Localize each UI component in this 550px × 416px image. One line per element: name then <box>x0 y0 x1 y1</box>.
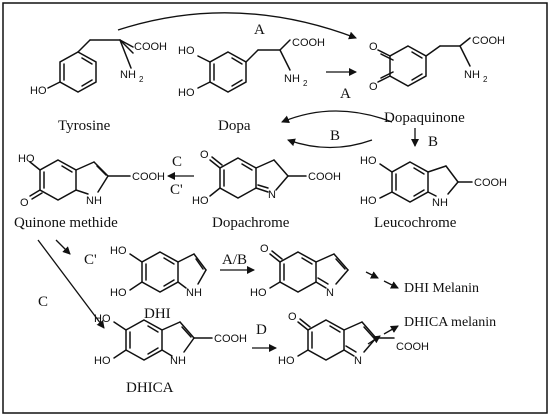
quinone-methide-label: Quinone methide <box>14 215 118 231</box>
svg-text:NH: NH <box>170 355 186 367</box>
dopaquinone-label: Dopaquinone <box>384 110 465 126</box>
arrow-dhi-melanin-1 <box>365 271 379 279</box>
svg-text:O: O <box>369 41 378 53</box>
dhi-label: DHI <box>144 306 171 322</box>
dopa-structure: COOH NH 2 HO HO <box>178 37 325 99</box>
svg-text:HO: HO <box>360 195 377 207</box>
label-a-b: A/B <box>222 252 247 268</box>
arrow-tyrosine-to-dopaquinone <box>117 12 357 40</box>
label-c-prime-upper: C' <box>170 182 183 198</box>
svg-text:COOH: COOH <box>214 333 247 345</box>
svg-text:N: N <box>86 195 94 207</box>
arrow-dopaquinone-to-dopa <box>281 110 393 124</box>
arrow-dhi-melanin-2 <box>383 280 399 289</box>
label-a-top: A <box>254 22 265 38</box>
svg-text:HO: HO <box>178 87 195 99</box>
svg-text:N: N <box>326 287 334 299</box>
svg-text:HO: HO <box>110 245 127 257</box>
svg-text:NH: NH <box>464 69 480 81</box>
svg-text:2: 2 <box>139 75 144 84</box>
svg-text:H: H <box>94 195 102 207</box>
label-a-lower: A <box>340 86 351 102</box>
label-d: D <box>256 322 267 338</box>
label-c-lower: C <box>38 294 48 310</box>
dhica-melanin-label: DHICA melanin <box>404 315 496 330</box>
arrow-quinone-methide-to-dhi <box>55 239 71 255</box>
svg-text:HO: HO <box>250 287 267 299</box>
svg-text:2: 2 <box>483 75 488 84</box>
svg-text:HO: HO <box>192 195 209 207</box>
tyrosine-label: Tyrosine <box>58 118 111 134</box>
label-c-upper: C <box>172 154 182 170</box>
dopa-label: Dopa <box>218 118 251 134</box>
svg-text:O: O <box>200 149 209 161</box>
svg-text:COOH: COOH <box>308 171 341 183</box>
svg-text:HO: HO <box>360 155 377 167</box>
svg-text:O: O <box>20 197 29 209</box>
dopachrome-label: Dopachrome <box>212 215 290 231</box>
leucochrome-structure: HO HO NH COOH <box>360 155 507 209</box>
label-c-prime-lower: C' <box>84 252 97 268</box>
svg-text:NH: NH <box>120 69 136 81</box>
svg-text:COOH: COOH <box>132 171 165 183</box>
svg-text:COOH: COOH <box>472 35 505 47</box>
dhi-structure: HO HO NH <box>110 245 207 299</box>
label-b-right: B <box>428 134 438 150</box>
leucochrome-label: Leucochrome <box>374 215 457 231</box>
svg-text:COOH: COOH <box>474 177 507 189</box>
svg-text:COOH: COOH <box>396 341 429 353</box>
svg-text:O: O <box>369 81 378 93</box>
svg-text:O: O <box>260 243 269 255</box>
svg-text:O: O <box>288 311 297 323</box>
svg-text:2: 2 <box>303 79 308 88</box>
svg-text:HO: HO <box>30 85 47 97</box>
dhica-quinone-structure: O HO N COOH <box>278 311 429 367</box>
svg-text:COOH: COOH <box>134 41 167 53</box>
label-b-left: B <box>330 128 340 144</box>
tyrosine-structure: COOH NH 2 HO <box>30 39 167 97</box>
svg-text:N: N <box>268 189 276 201</box>
svg-text:NH: NH <box>432 197 448 209</box>
dopachrome-structure: O HO N COOH <box>192 149 341 207</box>
svg-text:NH: NH <box>186 287 202 299</box>
arrow-leucochrome-to-dopachrome <box>287 138 373 149</box>
arrow-dhica-melanin-1 <box>367 335 381 345</box>
svg-text:NH: NH <box>284 73 300 85</box>
dhica-label: DHICA <box>126 380 174 396</box>
arrow-dhica-melanin-2 <box>383 325 399 335</box>
svg-text:HO: HO <box>110 287 127 299</box>
svg-text:HO: HO <box>178 45 195 57</box>
svg-text:HO: HO <box>278 355 295 367</box>
dopaquinone-structure: COOH NH 2 O O <box>369 35 505 93</box>
arrow-quinone-methide-to-dhica <box>37 239 105 329</box>
dhi-quinone-structure: O HO N <box>250 243 349 299</box>
quinone-methide-structure: HO O N H COOH <box>18 153 165 209</box>
svg-text:N: N <box>354 355 362 367</box>
dhi-melanin-label: DHI Melanin <box>404 281 479 296</box>
svg-text:COOH: COOH <box>292 37 325 49</box>
svg-text:HO: HO <box>94 355 111 367</box>
svg-text:HO: HO <box>18 153 35 165</box>
